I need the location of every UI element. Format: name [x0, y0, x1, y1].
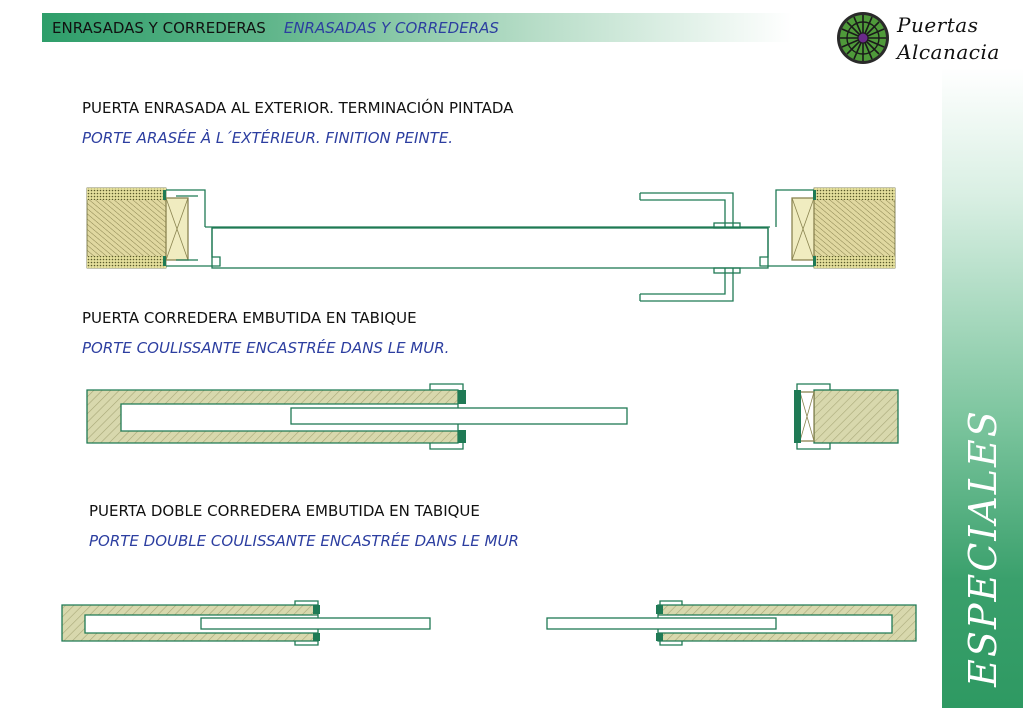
logo-line-1: Puertas — [897, 13, 979, 37]
technical-drawings — [61, 187, 917, 646]
section-2-title-es: PUERTA CORREDERA EMBUTIDA EN TABIQUE — [82, 309, 417, 327]
pocket-wall — [86, 383, 466, 450]
header-title-es: ENRASADAS Y CORREDERAS — [52, 18, 266, 37]
section-1-title-fr: PORTE ARASÉE À L´EXTÉRIEUR. FINITION PEI… — [82, 129, 454, 147]
sidebar-band: ESPECIALES — [942, 68, 1023, 708]
left-sliding-leaf — [200, 617, 431, 630]
header-title-fr: ENRASADAS Y CORREDERAS — [283, 18, 499, 37]
door-handle — [639, 192, 741, 302]
receiving-jamb — [794, 383, 899, 450]
left-pocket-wall — [61, 600, 320, 646]
right-sliding-leaf — [546, 617, 777, 630]
door-leaf — [211, 227, 769, 269]
left-wall-section — [86, 187, 221, 269]
right-wall-section — [759, 187, 896, 269]
section-3-title-es: PUERTA DOBLE CORREDERA EMBUTIDA EN TABIQ… — [89, 502, 480, 520]
logo-text: Puertas Alcanacia — [897, 12, 1000, 66]
section-2-title-fr: PORTE COULISSANTE ENCASTRÉE DANS LE MUR. — [82, 339, 450, 357]
sidebar-label: ESPECIALES — [960, 409, 1005, 687]
logo: Puertas Alcanacia — [836, 10, 1021, 66]
header-bar: ENRASADAS Y CORREDERAS ENRASADAS Y CORRE… — [42, 13, 792, 42]
sliding-leaf — [290, 407, 628, 425]
drawing-pocket-door — [86, 383, 899, 450]
section-1-title-es: PUERTA ENRASADA AL EXTERIOR. TERMINACIÓN… — [82, 99, 514, 117]
logo-line-2: Alcanacia — [897, 40, 1000, 64]
rosette-logo-icon — [837, 12, 889, 64]
drawing-flush-door — [86, 187, 896, 302]
section-3-title-fr: PORTE DOUBLE COULISSANTE ENCASTRÉE DANS … — [89, 532, 519, 550]
drawing-double-pocket-door — [61, 600, 917, 646]
